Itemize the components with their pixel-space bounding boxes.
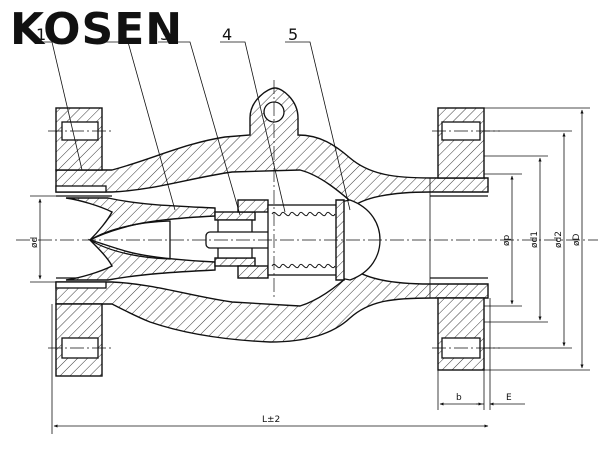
callout-3: 3 [160, 25, 170, 44]
right-flange-bottom [437, 297, 485, 371]
guide-diffuser [65, 197, 216, 281]
body-upper-wall [55, 87, 489, 206]
leader-2 [102, 41, 176, 211]
inlet-seat-ring-top [55, 185, 107, 193]
spring-coils-top [271, 211, 336, 217]
spring-coils-bottom [271, 263, 336, 269]
brand-logo: KOSEN [10, 4, 183, 55]
dim-d1-label: ød1 [530, 231, 540, 248]
dim-b-label: b [456, 393, 462, 403]
dim-length [51, 304, 489, 434]
dim-right-stack [484, 107, 590, 371]
callout-2: 2 [100, 25, 110, 44]
dim-D-label: øD [572, 233, 582, 246]
callout-5: 5 [288, 25, 298, 44]
dim-E-label: E [506, 393, 512, 403]
bushing-bottom [214, 257, 256, 267]
callout-1: 1 [36, 25, 46, 44]
leader-5 [285, 41, 351, 211]
outlet-bore-lines [430, 195, 488, 279]
inlet-seat-ring-bottom [55, 281, 107, 289]
callout-leaders [40, 41, 351, 216]
leader-1 [40, 41, 83, 171]
right-flange-top [437, 107, 485, 179]
spring-retainer-bottom [237, 265, 269, 279]
leader-4 [220, 41, 286, 213]
disc-rim [335, 199, 345, 281]
dim-d2-label: ød2 [554, 231, 564, 248]
valve-body [55, 87, 489, 377]
dim-b-E [437, 298, 525, 410]
dim-bore-label: ød [30, 237, 40, 248]
dim-p-label: øp [502, 234, 512, 246]
dim-length-label: L±2 [262, 415, 280, 425]
dim-bore [30, 195, 66, 283]
leader-3 [158, 41, 241, 216]
callout-4: 4 [222, 25, 232, 44]
body-lower-wall [55, 269, 489, 343]
guide-upper [65, 197, 216, 241]
guide-lower [65, 238, 216, 281]
spring-retainer-top [237, 199, 269, 213]
bushing-top [214, 211, 256, 221]
